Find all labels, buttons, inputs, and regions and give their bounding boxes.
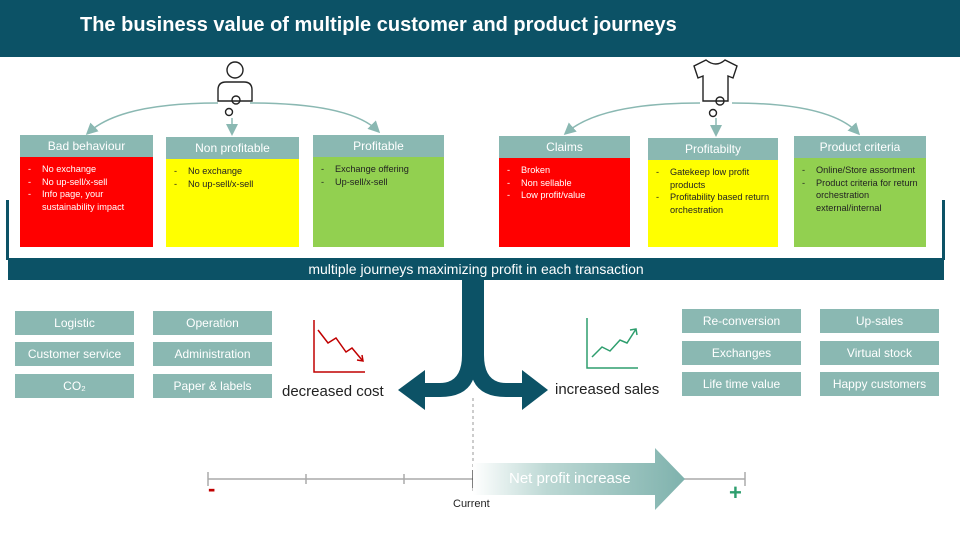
card-item: No up-sell/x-sell bbox=[172, 178, 293, 191]
page-title: The business value of multiple customer … bbox=[80, 14, 677, 36]
split-arrow bbox=[398, 278, 548, 410]
card-title: Bad behaviour bbox=[20, 135, 153, 157]
tag-operation: Operation bbox=[153, 311, 272, 335]
decreased-cost-label: decreased cost bbox=[282, 383, 384, 400]
card-title: Non profitable bbox=[166, 137, 299, 159]
card-item: Broken bbox=[505, 164, 624, 177]
scale-minus: - bbox=[208, 476, 216, 501]
tag-co2: CO₂ bbox=[15, 374, 134, 398]
card-item: Up-sell/x-sell bbox=[319, 176, 438, 189]
card-item: Exchange offering bbox=[319, 163, 438, 176]
up-trend-chart-icon bbox=[586, 318, 638, 369]
card-item: No up-sell/x-sell bbox=[26, 176, 147, 189]
tag-exchanges: Exchanges bbox=[682, 341, 801, 365]
down-trend-chart-icon bbox=[313, 320, 365, 373]
tag-paper-labels: Paper & labels bbox=[153, 374, 272, 398]
card-bad-behaviour: Bad behaviour No exchange No up-sell/x-s… bbox=[20, 135, 153, 247]
card-item: Low profit/value bbox=[505, 189, 624, 202]
card-product-criteria: Product criteria Online/Store assortment… bbox=[794, 136, 926, 247]
product-arc-right bbox=[731, 102, 861, 136]
product-arc-left bbox=[563, 102, 701, 135]
card-item: No exchange bbox=[172, 165, 293, 178]
card-item: Online/Store assortment bbox=[800, 164, 920, 177]
journeys-banner: multiple journeys maximizing profit in e… bbox=[8, 258, 944, 280]
card-body: No exchange No up-sell/x-sell bbox=[166, 159, 299, 247]
scale-current-label: Current bbox=[453, 498, 490, 510]
net-profit-arrow bbox=[473, 448, 685, 510]
tag-administration: Administration bbox=[153, 342, 272, 366]
card-body: Broken Non sellable Low profit/value bbox=[499, 158, 630, 247]
card-non-profitable: Non profitable No exchange No up-sell/x-… bbox=[166, 137, 299, 247]
customer-arc-right bbox=[249, 102, 381, 134]
card-body: Gatekeep low profit products Profitabili… bbox=[648, 160, 778, 247]
card-item: No exchange bbox=[26, 163, 147, 176]
card-title: Profitabilty bbox=[648, 138, 778, 160]
net-profit-label: Net profit increase bbox=[509, 470, 631, 487]
increased-sales-label: increased sales bbox=[555, 381, 660, 398]
tag-re-conversion: Re-conversion bbox=[682, 309, 801, 333]
tag-life-time-value: Life time value bbox=[682, 372, 801, 396]
card-item: Non sellable bbox=[505, 177, 624, 190]
person-gear-icon bbox=[217, 61, 253, 117]
title-bar bbox=[0, 0, 960, 57]
tag-happy-customers: Happy customers bbox=[820, 372, 939, 396]
card-item: Product criteria for return orchestratio… bbox=[800, 177, 920, 215]
card-claims: Claims Broken Non sellable Low profit/va… bbox=[499, 136, 630, 247]
tag-virtual-stock: Virtual stock bbox=[820, 341, 939, 365]
customer-arc-left bbox=[85, 102, 219, 136]
tshirt-gear-icon bbox=[693, 59, 738, 118]
tag-up-sales: Up-sales bbox=[820, 309, 939, 333]
card-profitabilty: Profitabilty Gatekeep low profit product… bbox=[648, 138, 778, 247]
card-body: Exchange offering Up-sell/x-sell bbox=[313, 157, 444, 247]
card-title: Product criteria bbox=[794, 136, 926, 158]
card-profitable: Profitable Exchange offering Up-sell/x-s… bbox=[313, 135, 444, 247]
card-body: No exchange No up-sell/x-sell Info page,… bbox=[20, 157, 153, 247]
tag-customer-service: Customer service bbox=[15, 342, 134, 366]
scale-plus: + bbox=[729, 480, 742, 505]
tag-logistic: Logistic bbox=[15, 311, 134, 335]
card-item: Profitability based return orchestration bbox=[654, 191, 772, 216]
card-item: Info page, your sustainability impact bbox=[26, 188, 147, 213]
card-title: Profitable bbox=[313, 135, 444, 157]
card-item: Gatekeep low profit products bbox=[654, 166, 772, 191]
card-body: Online/Store assortment Product criteria… bbox=[794, 158, 926, 247]
card-title: Claims bbox=[499, 136, 630, 158]
